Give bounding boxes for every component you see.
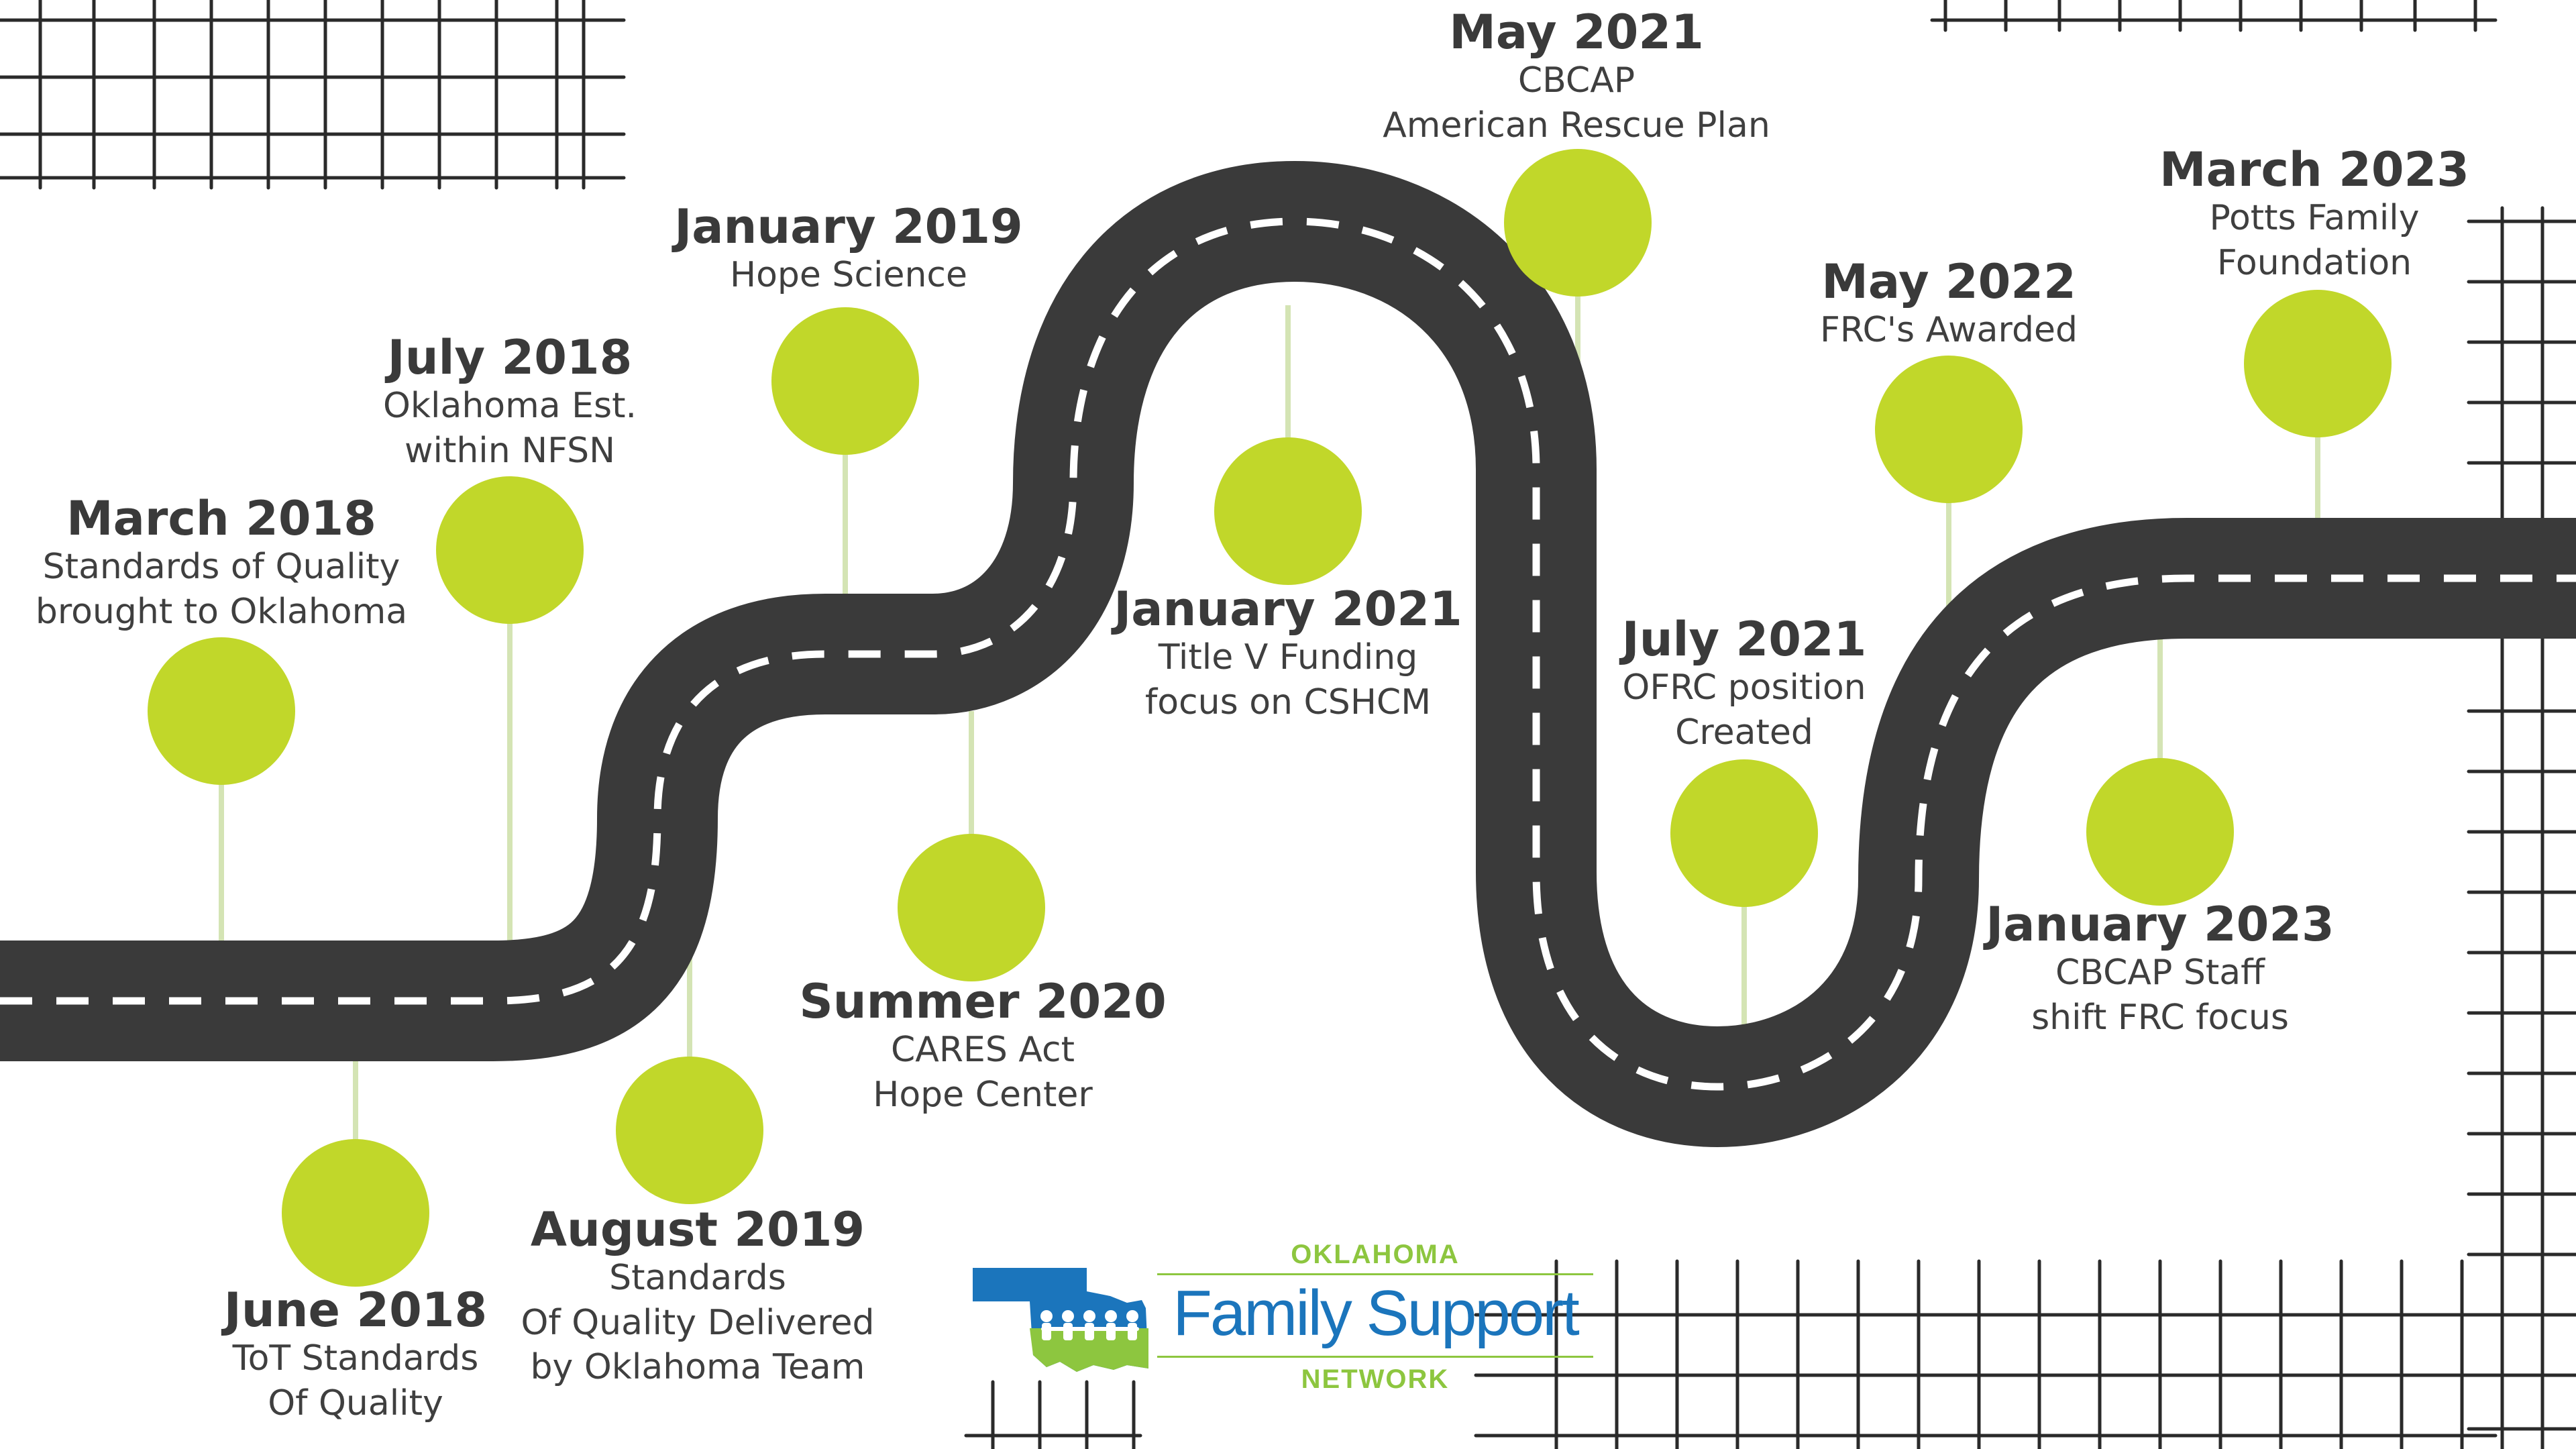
milestone-date: July 2018: [387, 330, 633, 385]
logo-wordmark: OKLAHOMA Family Support NETWORK: [1157, 1214, 1593, 1393]
milestone-label-july-2018: July 2018 Oklahoma Est. within NFSN: [383, 332, 637, 473]
milestone-desc-line-2: shift FRC focus: [2031, 997, 2289, 1038]
grid-bottom-left: [964, 1380, 1142, 1449]
milestone-desc-line-1: Standards of Quality: [42, 547, 400, 587]
milestone-date: January 2019: [674, 199, 1023, 254]
milestone-dot-summer-2020: [898, 834, 1045, 981]
milestone-date: May 2021: [1449, 5, 1704, 60]
milestone-desc-line-2: within NFSN: [404, 430, 616, 471]
milestone-label-june-2018: June 2018 ToT Standards Of Quality: [224, 1285, 487, 1426]
milestone-label-may-2021: May 2021 CBCAP American Rescue Plan: [1383, 7, 1770, 148]
grid-right: [2467, 206, 2576, 1449]
milestone-desc-line-1: CBCAP Staff: [2055, 953, 2265, 993]
milestone-label-march-2018: March 2018 Standards of Quality brought …: [36, 493, 407, 634]
milestone-desc-line-2: Of Quality Delivered: [521, 1302, 875, 1343]
milestone-desc-line-1: Oklahoma Est.: [382, 386, 637, 426]
milestone-label-summer-2020: Summer 2020 CARES Act Hope Center: [799, 976, 1166, 1117]
milestone-dot-january-2021: [1214, 437, 1362, 585]
milestone-label-january-2019: January 2019 Hope Science: [674, 201, 1023, 298]
milestone-desc-line-3: by Oklahoma Team: [530, 1347, 865, 1388]
milestone-desc-line-2: Foundation: [2216, 242, 2412, 283]
milestone-dot-may-2022: [1875, 356, 2023, 503]
milestone-desc: Hope Science: [729, 255, 968, 295]
grid-top-right: [1930, 0, 2498, 32]
milestone-date: January 2023: [1986, 897, 2334, 952]
milestone-date: July 2021: [1621, 612, 1867, 667]
milestone-dot-july-2021: [1670, 759, 1818, 907]
logo-network-text: NETWORK: [1301, 1364, 1450, 1394]
milestone-label-january-2023: January 2023 CBCAP Staff shift FRC focus: [1986, 899, 2334, 1040]
milestone-desc-line-2: focus on CSHCM: [1144, 682, 1432, 722]
milestone-desc-line-1: Potts Family: [2209, 198, 2420, 238]
milestone-label-january-2021: January 2021 Title V Funding focus on CS…: [1114, 584, 1462, 724]
milestone-desc-line-2: Hope Center: [873, 1074, 1093, 1115]
oklahoma-state-map-with-people-icon: [973, 1268, 1148, 1372]
milestone-desc-line-2: Of Quality: [268, 1383, 443, 1424]
milestone-dot-january-2019: [771, 307, 919, 455]
grid-bottom-right: [1474, 1259, 2498, 1449]
milestone-desc-line-1: CBCAP: [1517, 60, 1635, 101]
milestone-desc-line-1: Standards: [609, 1258, 786, 1298]
milestone-desc-line-2: American Rescue Plan: [1383, 105, 1770, 146]
oklahoma-family-support-network-logo: OKLAHOMA Family Support NETWORK: [966, 1214, 1597, 1395]
road: [0, 161, 2576, 1147]
milestone-label-may-2022: May 2022 FRC's Awarded: [1820, 256, 2078, 353]
grid-top-left: [0, 0, 626, 190]
milestone-desc-line-1: ToT Standards: [232, 1338, 479, 1379]
milestone-label-august-2019: August 2019 Standards Of Quality Deliver…: [521, 1204, 874, 1390]
milestone-dot-july-2018: [436, 476, 584, 624]
milestone-desc-line-1: Title V Funding: [1158, 637, 1418, 678]
milestone-dot-march-2023: [2244, 290, 2392, 437]
milestone-dot-june-2018: [282, 1139, 429, 1287]
milestone-dots: [148, 149, 2392, 1287]
road-center-line: [0, 217, 2576, 1091]
milestone-desc-line-1: CARES Act: [890, 1030, 1075, 1070]
logo-family-support-text: Family Support: [1157, 1273, 1593, 1358]
logo-oklahoma-text: OKLAHOMA: [1291, 1240, 1460, 1269]
milestone-date: August 2019: [530, 1202, 865, 1257]
milestone-desc-line-2: brought to Oklahoma: [35, 591, 408, 632]
milestone-dot-may-2021: [1504, 149, 1652, 297]
milestone-desc: FRC's Awarded: [1819, 310, 2078, 350]
milestone-desc-line-1: OFRC position: [1622, 667, 1866, 708]
milestone-date: January 2021: [1114, 582, 1462, 637]
milestone-date: May 2022: [1821, 254, 2076, 309]
milestone-date: Summer 2020: [799, 974, 1167, 1029]
milestone-dot-august-2019: [616, 1057, 763, 1204]
milestone-dot-march-2018: [148, 637, 295, 785]
milestone-date: March 2018: [66, 491, 376, 546]
milestone-date: June 2018: [223, 1283, 488, 1338]
milestone-label-march-2023: March 2023 Potts Family Foundation: [2159, 144, 2469, 285]
milestone-label-july-2021: July 2021 OFRC position Created: [1622, 614, 1867, 755]
milestone-desc-line-2: Created: [1675, 712, 1813, 753]
milestone-dot-january-2023: [2086, 758, 2234, 906]
milestone-date: March 2023: [2159, 142, 2469, 197]
